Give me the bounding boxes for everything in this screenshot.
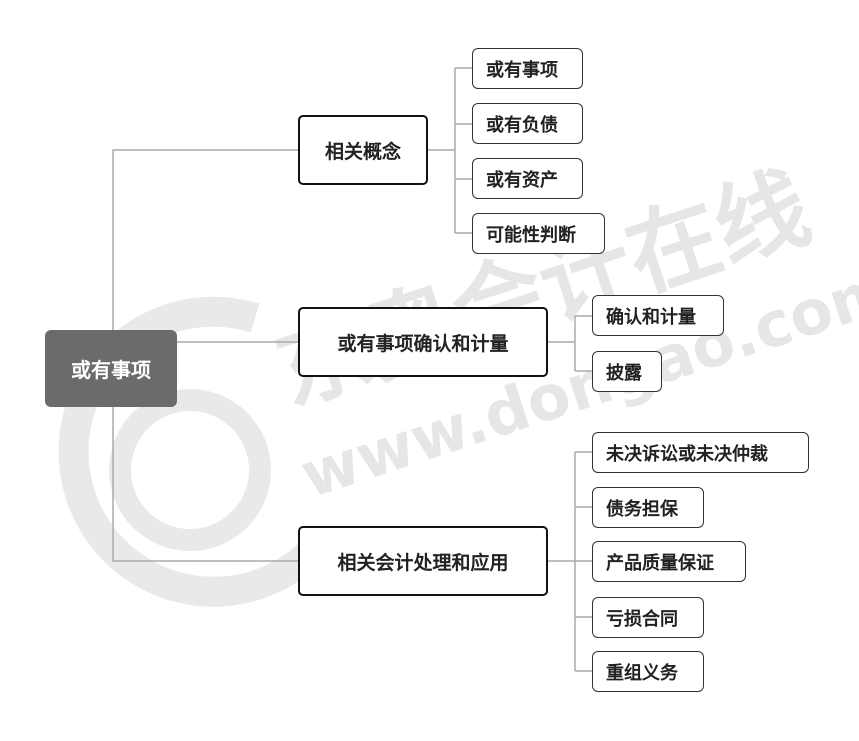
leaf-node[interactable]: 可能性判断 bbox=[472, 213, 605, 254]
leaf-node[interactable]: 未决诉讼或未决仲裁 bbox=[592, 432, 809, 473]
root-node[interactable]: 或有事项 bbox=[45, 330, 177, 407]
leaf-node[interactable]: 披露 bbox=[592, 351, 662, 392]
branch-node-concepts[interactable]: 相关概念 bbox=[298, 115, 428, 185]
leaf-node[interactable]: 确认和计量 bbox=[592, 295, 724, 336]
branch-node-recognition[interactable]: 或有事项确认和计量 bbox=[298, 307, 548, 377]
watermark-logo-icon bbox=[58, 296, 330, 607]
leaf-node[interactable]: 产品质量保证 bbox=[592, 541, 746, 582]
leaf-node[interactable]: 债务担保 bbox=[592, 487, 704, 528]
branch-node-accounting[interactable]: 相关会计处理和应用 bbox=[298, 526, 548, 596]
leaf-node[interactable]: 亏损合同 bbox=[592, 597, 704, 638]
leaf-node[interactable]: 或有资产 bbox=[472, 158, 583, 199]
leaf-node[interactable]: 重组义务 bbox=[592, 651, 704, 692]
leaf-node[interactable]: 或有事项 bbox=[472, 48, 583, 89]
leaf-node[interactable]: 或有负债 bbox=[472, 103, 583, 144]
